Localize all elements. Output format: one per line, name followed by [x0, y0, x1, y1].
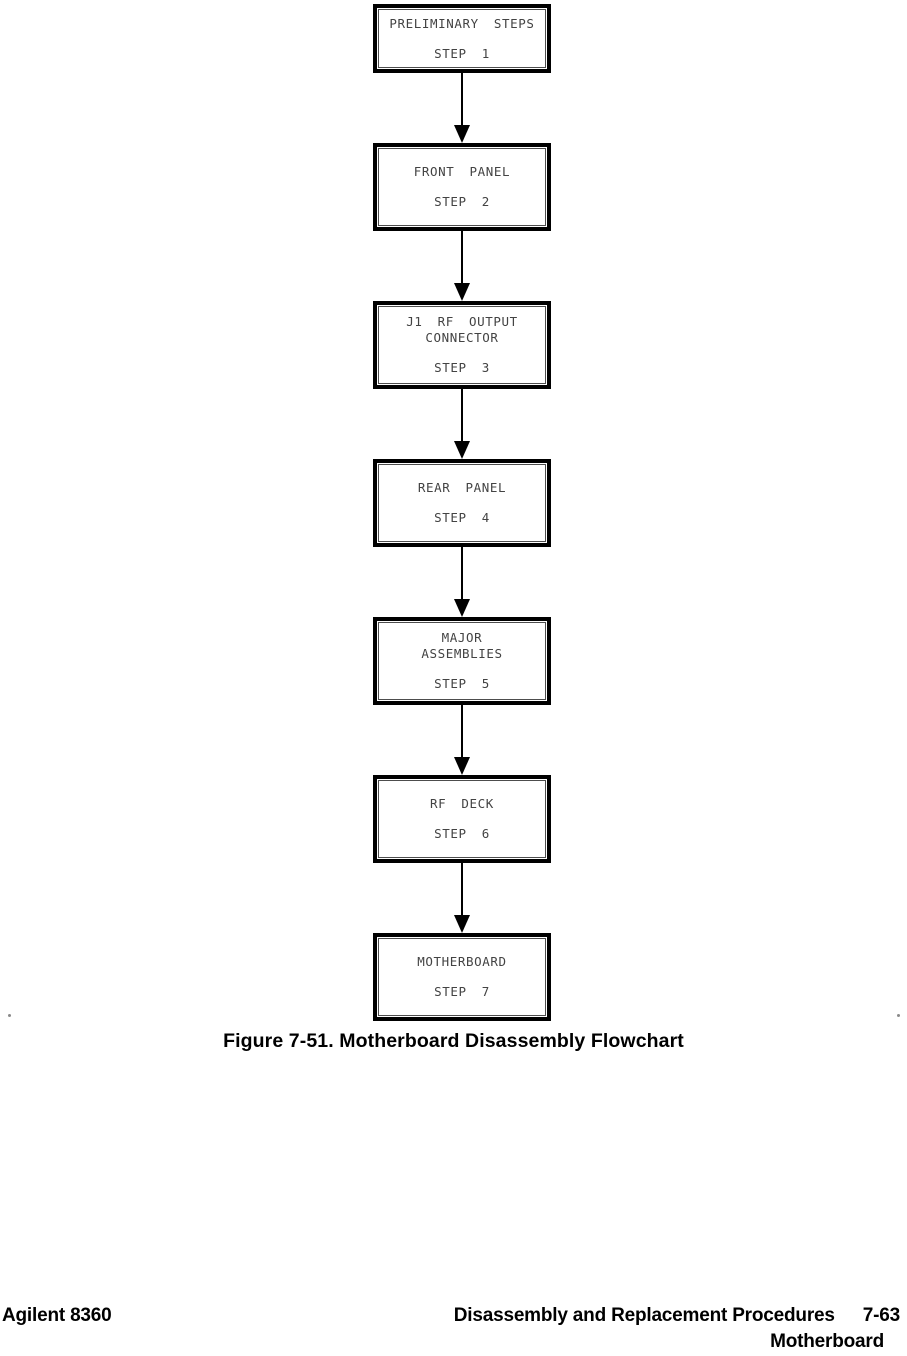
flowchart-box: PRELIMINARY STEPS STEP 1: [373, 4, 551, 73]
connector-arrow: [373, 389, 551, 459]
arrow-line: [461, 705, 463, 759]
flowchart-box-step: STEP 2: [434, 194, 490, 209]
page-footer: Agilent 8360 Disassembly and Replacement…: [2, 1303, 900, 1355]
flowchart: PRELIMINARY STEPS STEP 1 FRONT PANEL STE…: [373, 4, 551, 1021]
connector-arrow: [373, 705, 551, 775]
connector-arrow: [373, 73, 551, 143]
flowchart-box-title-line: J1 RF OUTPUT: [406, 314, 518, 329]
arrow-line: [461, 73, 463, 127]
page-number: 7-63: [862, 1305, 900, 1326]
flowchart-box-title-line: ASSEMBLIES: [421, 646, 503, 661]
flowchart-box-inner: RF DECK STEP 6: [378, 780, 546, 858]
connector-arrow: [373, 231, 551, 301]
flowchart-box-title: PRELIMINARY STEPS: [389, 16, 534, 32]
connector-arrow: [373, 863, 551, 933]
flowchart-box: REAR PANEL STEP 4: [373, 459, 551, 547]
flowchart-box-title: FRONT PANEL: [414, 164, 510, 180]
footer-subsection-title: Motherboard: [770, 1331, 884, 1352]
arrow-down-icon: [454, 757, 470, 775]
arrow-line: [461, 863, 463, 917]
footer-section-title: Disassembly and Replacement Procedures: [453, 1305, 835, 1326]
arrow-down-icon: [454, 125, 470, 143]
arrow-down-icon: [454, 915, 470, 933]
flowchart-box-title: REAR PANEL: [418, 480, 506, 496]
flowchart-box-inner: FRONT PANEL STEP 2: [378, 148, 546, 226]
flowchart-box-step: STEP 1: [434, 45, 490, 61]
flowchart-box-title-line: FRONT PANEL: [413, 164, 511, 179]
flowchart-box-title: RF DECK: [430, 796, 494, 812]
arrow-down-icon: [454, 441, 470, 459]
flowchart-box-title: MOTHERBOARD: [417, 954, 506, 970]
registration-dot: [897, 1014, 900, 1017]
figure-caption: Figure 7-51. Motherboard Disassembly Flo…: [223, 1030, 684, 1052]
arrow-down-icon: [454, 599, 470, 617]
flowchart-box: FRONT PANEL STEP 2: [373, 143, 551, 231]
flowchart-box-title-line: PRELIMINARY STEPS: [389, 15, 535, 31]
connector-arrow: [373, 547, 551, 617]
flowchart-box-inner: REAR PANEL STEP 4: [378, 464, 546, 542]
flowchart-box-inner: PRELIMINARY STEPS STEP 1: [378, 9, 546, 68]
arrow-line: [461, 231, 463, 285]
arrow-line: [461, 547, 463, 601]
flowchart-box-title-line: RF DECK: [430, 796, 494, 811]
footer-section-line: Disassembly and Replacement Procedures 7-…: [454, 1303, 900, 1329]
flowchart-box-step: STEP 3: [434, 360, 490, 375]
arrow-down-icon: [454, 283, 470, 301]
flowchart-box-step: STEP 6: [434, 826, 490, 841]
flowchart-box-title-line: MOTHERBOARD: [417, 954, 507, 969]
registration-dot: [8, 1014, 11, 1017]
arrow-line: [461, 389, 463, 443]
flowchart-box-step: STEP 5: [434, 676, 490, 691]
footer-running-head: Disassembly and Replacement Procedures 7-…: [454, 1303, 900, 1355]
flowchart-box: RF DECK STEP 6: [373, 775, 551, 863]
flowchart-box: MOTHERBOARD STEP 7: [373, 933, 551, 1021]
flowchart-box-title-line: REAR PANEL: [417, 480, 507, 495]
flowchart-box-inner: MOTHERBOARD STEP 7: [378, 938, 546, 1016]
flowchart-box-title-line: CONNECTOR: [425, 330, 499, 345]
flowchart-box-title-line: MAJOR: [441, 630, 483, 645]
flowchart-box-step: STEP 4: [434, 510, 490, 525]
flowchart-box-step: STEP 7: [434, 984, 490, 999]
footer-product-name: Agilent 8360: [2, 1305, 112, 1326]
